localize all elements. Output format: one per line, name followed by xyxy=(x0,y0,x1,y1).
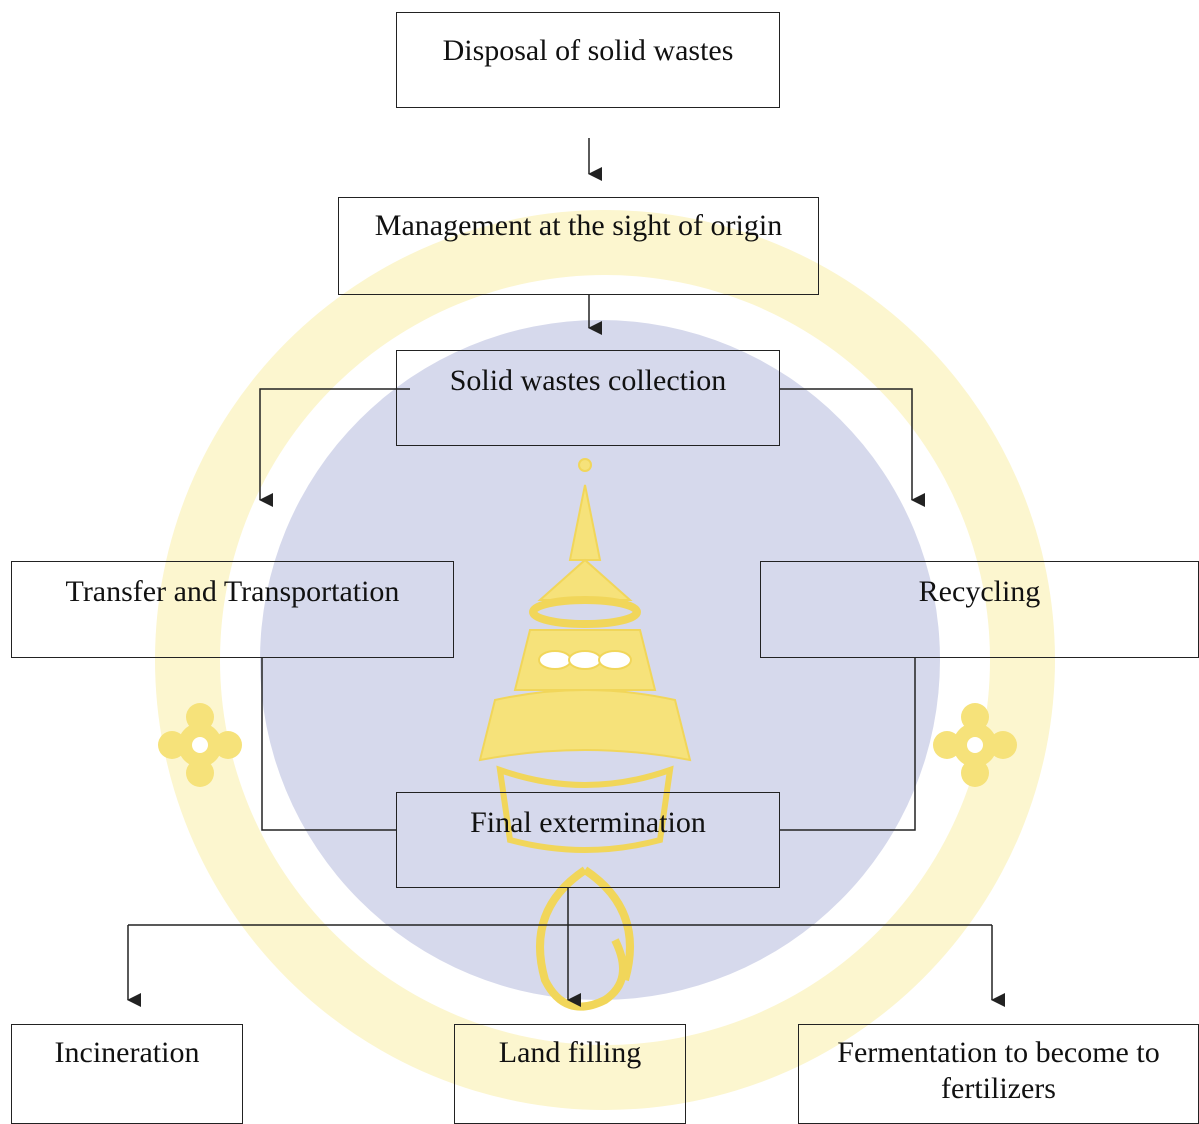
node-collection-label: Solid wastes collection xyxy=(449,364,727,397)
seal-crown xyxy=(478,458,692,1011)
node-transfer-label: Transfer and Transportation xyxy=(65,575,400,608)
node-landfilling: Land filling xyxy=(454,1024,686,1124)
node-incineration: Incineration xyxy=(11,1024,243,1124)
node-recycling-label: Recycling xyxy=(918,575,1041,608)
node-fermentation-label: Fermentation to become to fertilizers xyxy=(837,1036,1160,1105)
node-transfer: Transfer and Transportation xyxy=(11,561,454,658)
node-disposal-label: Disposal of solid wastes xyxy=(442,34,734,67)
node-final-label: Final extermination xyxy=(470,806,706,839)
seal-flower-left xyxy=(158,703,242,787)
arrow-collection-to-transfer xyxy=(259,388,410,507)
node-disposal: Disposal of solid wastes xyxy=(396,12,780,108)
line-transfer-to-final xyxy=(261,658,396,831)
seal-flower-right xyxy=(933,703,1017,787)
node-incineration-label: Incineration xyxy=(54,1036,200,1069)
node-final: Final extermination xyxy=(396,792,780,888)
line-recycling-to-final xyxy=(780,658,916,831)
node-collection: Solid wastes collection xyxy=(396,350,780,446)
node-management-label: Management at the sight of origin xyxy=(374,209,783,242)
node-management: Management at the sight of origin xyxy=(338,197,819,295)
node-landfilling-label: Land filling xyxy=(498,1036,642,1069)
arrow-collection-to-recycling xyxy=(780,388,925,507)
node-recycling: Recycling xyxy=(760,561,1199,658)
node-fermentation: Fermentation to become to fertilizers xyxy=(798,1024,1199,1124)
